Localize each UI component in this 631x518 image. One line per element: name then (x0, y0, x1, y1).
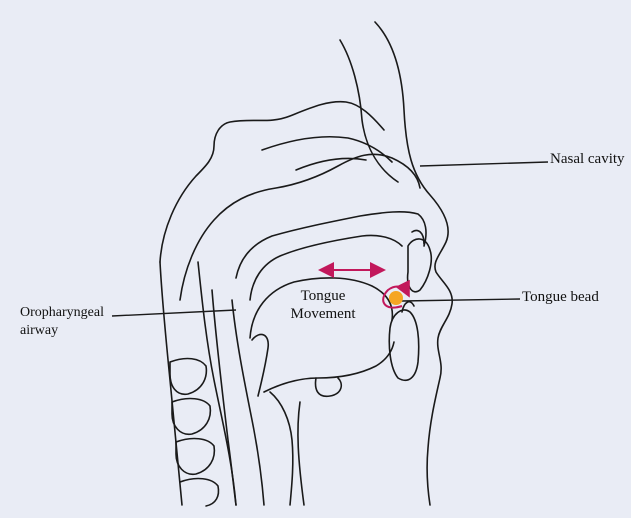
tongue-movement-label-line2: Movement (280, 306, 366, 323)
tongue-bead-dot (389, 291, 403, 305)
oropharyngeal-airway-label-line1: Oropharyngeal (20, 304, 104, 321)
oropharyngeal-airway-label-line2: airway (20, 322, 58, 339)
nasal-cavity-label: Nasal cavity (550, 151, 625, 168)
tongue-bead-label: Tongue bead (522, 289, 599, 306)
tongue-movement-label-line1: Tongue (290, 288, 356, 305)
